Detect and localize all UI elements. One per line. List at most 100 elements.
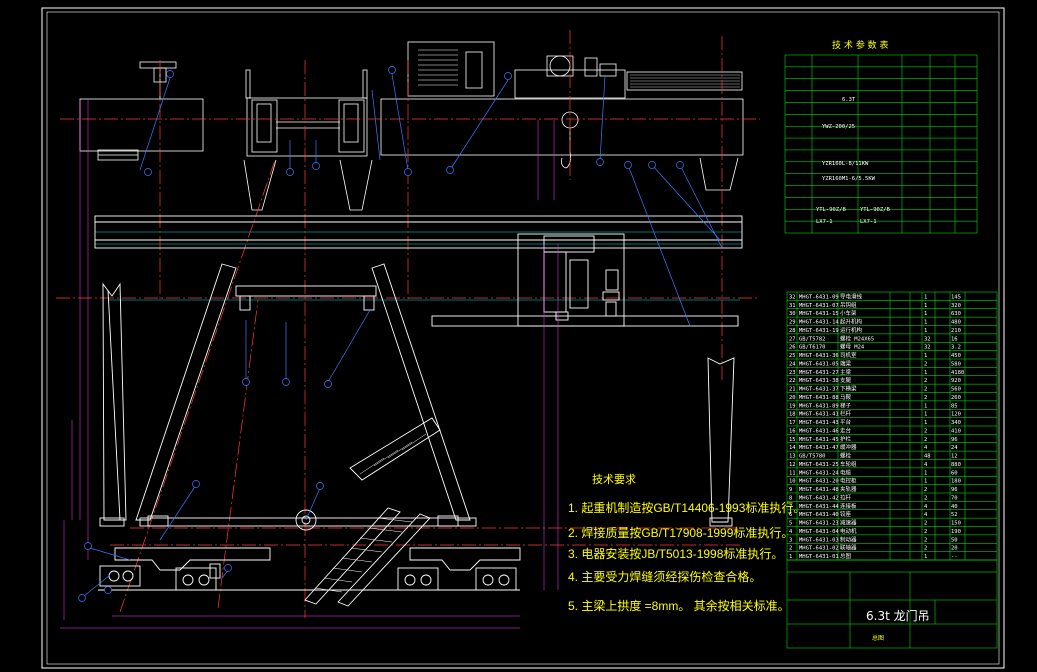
bom-cell-code: MHGT-6431-89	[799, 403, 839, 409]
bom-cell-name: 主梁	[840, 368, 852, 376]
param-cell: YTL-90Z/B	[816, 207, 846, 213]
bom-cell-code: GB/T5780	[799, 454, 826, 460]
bom-cell-name: 马鞍	[840, 393, 852, 401]
bom-cell-qty: 2	[924, 395, 927, 401]
bom-cell-wt: 210	[951, 328, 961, 334]
bom-cell-code: MHGT-6431-27	[799, 370, 839, 376]
bom-cell-name: 缓冲器	[840, 443, 857, 451]
bom-cell-no: 15	[789, 437, 796, 443]
param-cell: LX7-1	[860, 219, 877, 225]
bom-cell-qty: 4	[924, 445, 928, 451]
bom-cell-no: 11	[789, 470, 796, 476]
bom-cell-no: 2	[789, 546, 792, 552]
bom-cell-qty: 2	[924, 529, 927, 535]
bom-cell-qty: 1	[924, 353, 927, 359]
bom-cell-name: 支腿	[840, 376, 852, 384]
bom-cell-code: MHGT-6431-05	[799, 361, 839, 367]
bom-cell-wt: 920	[951, 378, 961, 384]
bom-cell-no: 32	[789, 294, 796, 300]
bom-cell-no: 23	[789, 370, 796, 376]
note-2: 2. 焊接质量按GB/T17908-1999标准执行。	[568, 525, 793, 540]
bom-cell-wt: 190	[951, 529, 961, 535]
param-cell: 6.3T	[842, 97, 856, 103]
bom-cell-qty: 2	[924, 546, 927, 552]
bom-cell-code: MHGT-6431-01	[799, 554, 839, 560]
bom-cell-name: 起升机构	[840, 318, 863, 326]
bom-cell-no: 16	[789, 428, 796, 434]
bom-cell-code: MHGT-6431-02	[799, 546, 839, 552]
param-cell: YTL-90Z/B	[860, 207, 890, 213]
bom-cell-no: 8	[789, 495, 792, 501]
bom-cell-code: MHGT-6431-19	[799, 328, 839, 334]
bom-cell-qty: 2	[924, 495, 927, 501]
bom-cell-name: 螺栓 M24X65	[840, 334, 874, 342]
drawing-name: 6.3t 龙门吊	[866, 608, 930, 623]
bom-cell-wt: 880	[951, 462, 961, 468]
bom-cell-no: 1	[789, 554, 792, 560]
drawing-frame	[41, 7, 1005, 669]
bom-cell-no: 18	[789, 412, 796, 418]
bom-cell-wt: 50	[951, 537, 958, 543]
bom-cell-wt: 12	[951, 454, 958, 460]
params-title: 技 术 参 数 表	[832, 39, 888, 51]
bom-cell-wt: 16	[951, 336, 958, 342]
bom-cell-no: 13	[789, 454, 796, 460]
bom-cell-qty: 1	[924, 479, 927, 485]
bom-cell-wt: 24	[951, 445, 958, 451]
bom-cell-qty: 1	[924, 554, 927, 560]
bom-cell-code: MHGT-6431-14	[799, 320, 839, 326]
bom-cell-no: 25	[789, 353, 796, 359]
bom-cell-wt: 3.2	[951, 345, 961, 351]
bom-cell-name: 电缆	[840, 468, 852, 476]
param-cell: YZR160L-8/11KW	[822, 161, 869, 167]
bom-cell-code: MHGT-6431-23	[799, 521, 839, 527]
bom-cell-wt: 480	[951, 320, 961, 326]
title-block	[786, 559, 998, 649]
bom-cell-name: 端梁	[840, 359, 852, 367]
technical-notes: 技术要求 1. 起重机制造按GB/T14406-1993标准执行。 2. 焊接质…	[568, 473, 805, 613]
bom-cell-wt: 96	[951, 487, 958, 493]
parameter-table: 技 术 参 数 表 YTL-90Z/B YTL-90Z/B LX7-1 LX7-…	[784, 39, 978, 234]
bom-cell-wt: 630	[951, 311, 961, 317]
bom-cell-qty: 48	[924, 454, 931, 460]
bom-cell-name: 护栏	[840, 435, 852, 443]
bom-cell-name: 吊钩组	[840, 301, 857, 309]
drawing-type: 总图	[872, 634, 884, 642]
bom-cell-wt: 180	[951, 479, 961, 485]
bom-cell-code: MHGT-6431-24	[799, 470, 839, 476]
bom-cell-name: 铰座	[840, 510, 852, 518]
bom-cell-qty: 1	[924, 412, 927, 418]
bom-cell-code: GB/T6170	[799, 345, 826, 351]
bom-cell-code: MHGT-6431-38	[799, 378, 839, 384]
bom-cell-wt: 20	[951, 546, 958, 552]
bom-cell-no: 29	[789, 320, 796, 326]
bom-cell-no: 27	[789, 336, 796, 342]
notes-title: 技术要求	[592, 473, 636, 486]
bom-cell-name: 车轮组	[840, 460, 857, 468]
note-3: 3. 电器安装按JB/T5013-1998标准执行。	[568, 546, 783, 561]
bom-cell-no: 4	[789, 529, 793, 535]
bom-cell-name: 夹轨器	[840, 485, 857, 493]
bom-cell-name: 连接板	[840, 502, 857, 510]
bom-cell-qty: 2	[924, 428, 927, 434]
center-lines	[56, 30, 760, 618]
bom-cell-code: MHGT-6431-37	[799, 387, 839, 393]
bom-cell-name: 运行机构	[840, 326, 863, 334]
bom-cell-no: 7	[789, 504, 792, 510]
bom-cell-code: MHGT-6431-47	[799, 445, 839, 451]
bom-cell-qty: 2	[924, 378, 927, 384]
bom-cell-name: 走台	[840, 426, 852, 434]
bom-cell-wt: 320	[951, 303, 961, 309]
bom-cell-wt: 145	[951, 294, 961, 300]
bom-cell-qty: 1	[924, 320, 927, 326]
bom-cell-name: 梯子	[840, 401, 852, 409]
bom-cell-qty: 32	[924, 345, 931, 351]
bom-cell-wt: 260	[951, 395, 961, 401]
bom-cell-no: 19	[789, 403, 796, 409]
bom-cell-code: GB/T5782	[799, 336, 826, 342]
bom-cell-qty: 32	[924, 336, 931, 342]
bom-cell-name: 制动器	[840, 535, 857, 543]
bom-cell-wt: 40	[951, 504, 958, 510]
